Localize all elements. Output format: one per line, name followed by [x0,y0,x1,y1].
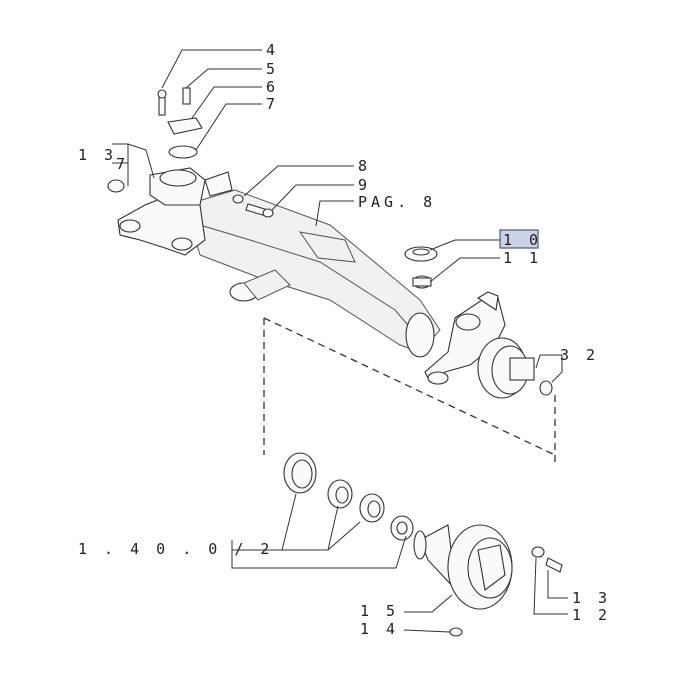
explosion-lines [263,317,556,462]
callout-13-left: 1 3 [78,146,117,164]
callout-4: 4 [266,41,279,59]
callout-pag-8: PAG. 8 [358,193,436,211]
wheel-hub [413,524,563,637]
grease-fitting-part-5 [182,87,191,105]
callout-ref-1-40-0-2: 1 . 4 0 . 0 / 2 [78,540,273,558]
hub-components [283,452,414,541]
callout-7-top: 7 [266,95,279,113]
callout-10-highlight [499,229,539,249]
callout-5: 5 [266,60,279,78]
axle-housing [184,189,441,358]
pin-part-14 [449,627,463,637]
bolt-8-9 [232,194,274,218]
callout-13-right: 1 3 [572,589,611,607]
callout-labels: 4 5 6 7 1 3 7 8 9 PAG. 8 1 0 1 1 3 2 1 .… [78,41,611,638]
callout-9: 9 [358,176,371,194]
callout-8: 8 [358,157,371,175]
leader-lines [112,49,568,633]
callout-15: 1 5 [360,602,399,620]
callout-11: 1 1 [503,249,542,267]
right-steering-knuckle [424,291,553,399]
bushing-part-32 [539,380,553,396]
callout-7-left: 7 [116,155,129,173]
callout-12: 1 2 [572,606,611,624]
washer-part-12 [531,546,545,558]
bolt-part-13 [545,557,563,573]
cap-part-6 [167,117,203,135]
bearing-parts-10-11 [404,246,438,289]
callout-14: 1 4 [360,620,399,638]
callout-32: 3 2 [560,346,599,364]
callout-10: 1 0 [503,231,542,249]
kingpin-stack [157,87,203,159]
shim-part-7 [168,145,198,159]
left-steering-knuckle [107,167,233,256]
callout-6: 6 [266,78,279,96]
left-seal-part-7 [107,179,125,193]
